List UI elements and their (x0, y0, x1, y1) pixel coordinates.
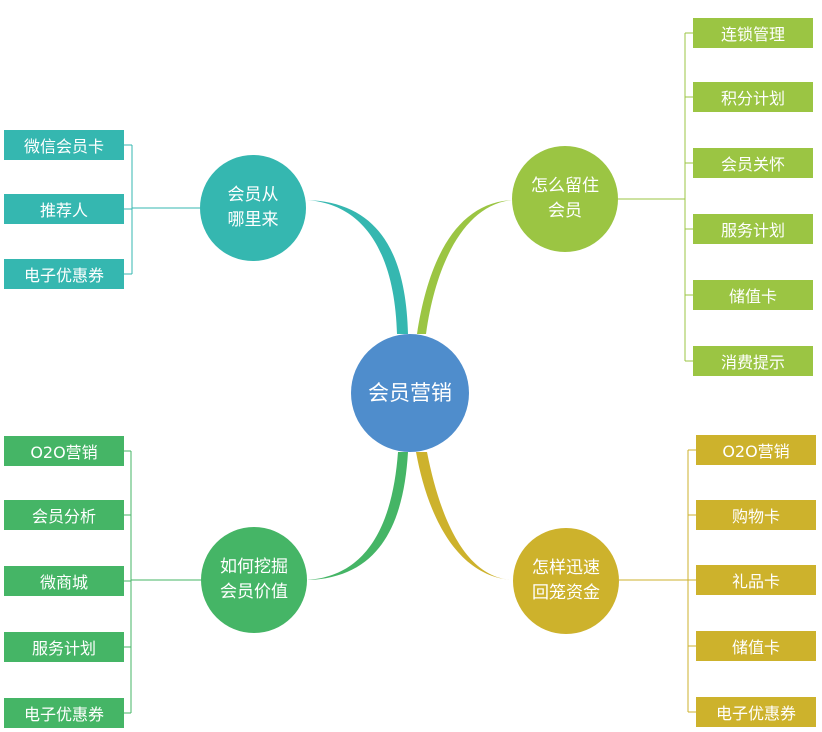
leaf-node[interactable]: 购物卡 (696, 500, 816, 530)
leaf-node[interactable]: 电子优惠券 (4, 259, 124, 289)
leaf-node-label: 消费提示 (720, 353, 785, 372)
leaf-node[interactable]: 礼品卡 (696, 565, 816, 595)
branch-connector (307, 452, 408, 580)
branch-connector (306, 200, 408, 334)
branch-node-label: 怎么留住 会员 (531, 176, 599, 221)
leaf-node[interactable]: 服务计划 (693, 214, 813, 244)
leaf-node-label: 礼品卡 (731, 572, 780, 591)
leaf-node-label: 积分计划 (720, 89, 785, 108)
leaf-node-label: 微商城 (39, 573, 88, 592)
branch-connector (416, 452, 513, 580)
branch-node-label: 会员从 哪里来 (227, 185, 279, 230)
leaf-node-label: 储值卡 (731, 638, 780, 657)
leaf-node-label: O2O营销 (722, 442, 790, 461)
branch-node-where-from[interactable]: 会员从 哪里来 (200, 155, 306, 261)
branch-node-label: 怎样迅速 回笼资金 (532, 558, 600, 603)
leaf-node[interactable]: 会员关怀 (693, 148, 813, 178)
leaf-node-label: 连锁管理 (720, 25, 785, 44)
leaf-node[interactable]: 储值卡 (693, 280, 813, 310)
leaf-node-label: 电子优惠券 (23, 705, 104, 724)
leaf-node[interactable]: 推荐人 (4, 194, 124, 224)
leaf-node-label: 会员分析 (31, 507, 96, 526)
leaf-node[interactable]: O2O营销 (696, 435, 816, 465)
branch-node-recoup-funds[interactable]: 怎样迅速 回笼资金 (513, 528, 619, 634)
leaf-node-label: 会员关怀 (720, 155, 785, 174)
leaf-node-label: 电子优惠券 (23, 266, 104, 285)
leaf-node[interactable]: 微商城 (4, 566, 124, 596)
leaf-node[interactable]: 会员分析 (4, 500, 124, 530)
leaf-node-label: 储值卡 (728, 287, 777, 306)
leaf-node-label: 电子优惠券 (715, 704, 796, 723)
branch-node-mine-value[interactable]: 如何挖掘 会员价值 (201, 527, 307, 633)
leaf-node[interactable]: O2O营销 (4, 436, 124, 466)
leaf-node[interactable]: 服务计划 (4, 632, 124, 662)
leaf-node[interactable]: 积分计划 (693, 82, 813, 112)
leaf-node[interactable]: 消费提示 (693, 346, 813, 376)
leaf-node-label: 微信会员卡 (23, 137, 104, 156)
leaf-node[interactable]: 连锁管理 (693, 18, 813, 48)
branch-node-label: 如何挖掘 会员价值 (220, 557, 288, 602)
leaf-node[interactable]: 电子优惠券 (696, 697, 816, 727)
center-node-label: 会员营销 (368, 380, 452, 405)
leaf-node-label: 服务计划 (720, 221, 785, 240)
leaf-node[interactable]: 电子优惠券 (4, 698, 124, 728)
center-node[interactable]: 会员营销 (351, 334, 469, 452)
branch-node-retain[interactable]: 怎么留住 会员 (512, 146, 618, 252)
leaf-node[interactable]: 储值卡 (696, 631, 816, 661)
leaf-node[interactable]: 微信会员卡 (4, 130, 124, 160)
leaf-node-label: O2O营销 (30, 443, 98, 462)
leaf-node-label: 推荐人 (39, 201, 88, 220)
branch-connector (417, 200, 512, 334)
leaf-node-label: 服务计划 (31, 639, 96, 658)
leaf-node-label: 购物卡 (731, 507, 780, 526)
